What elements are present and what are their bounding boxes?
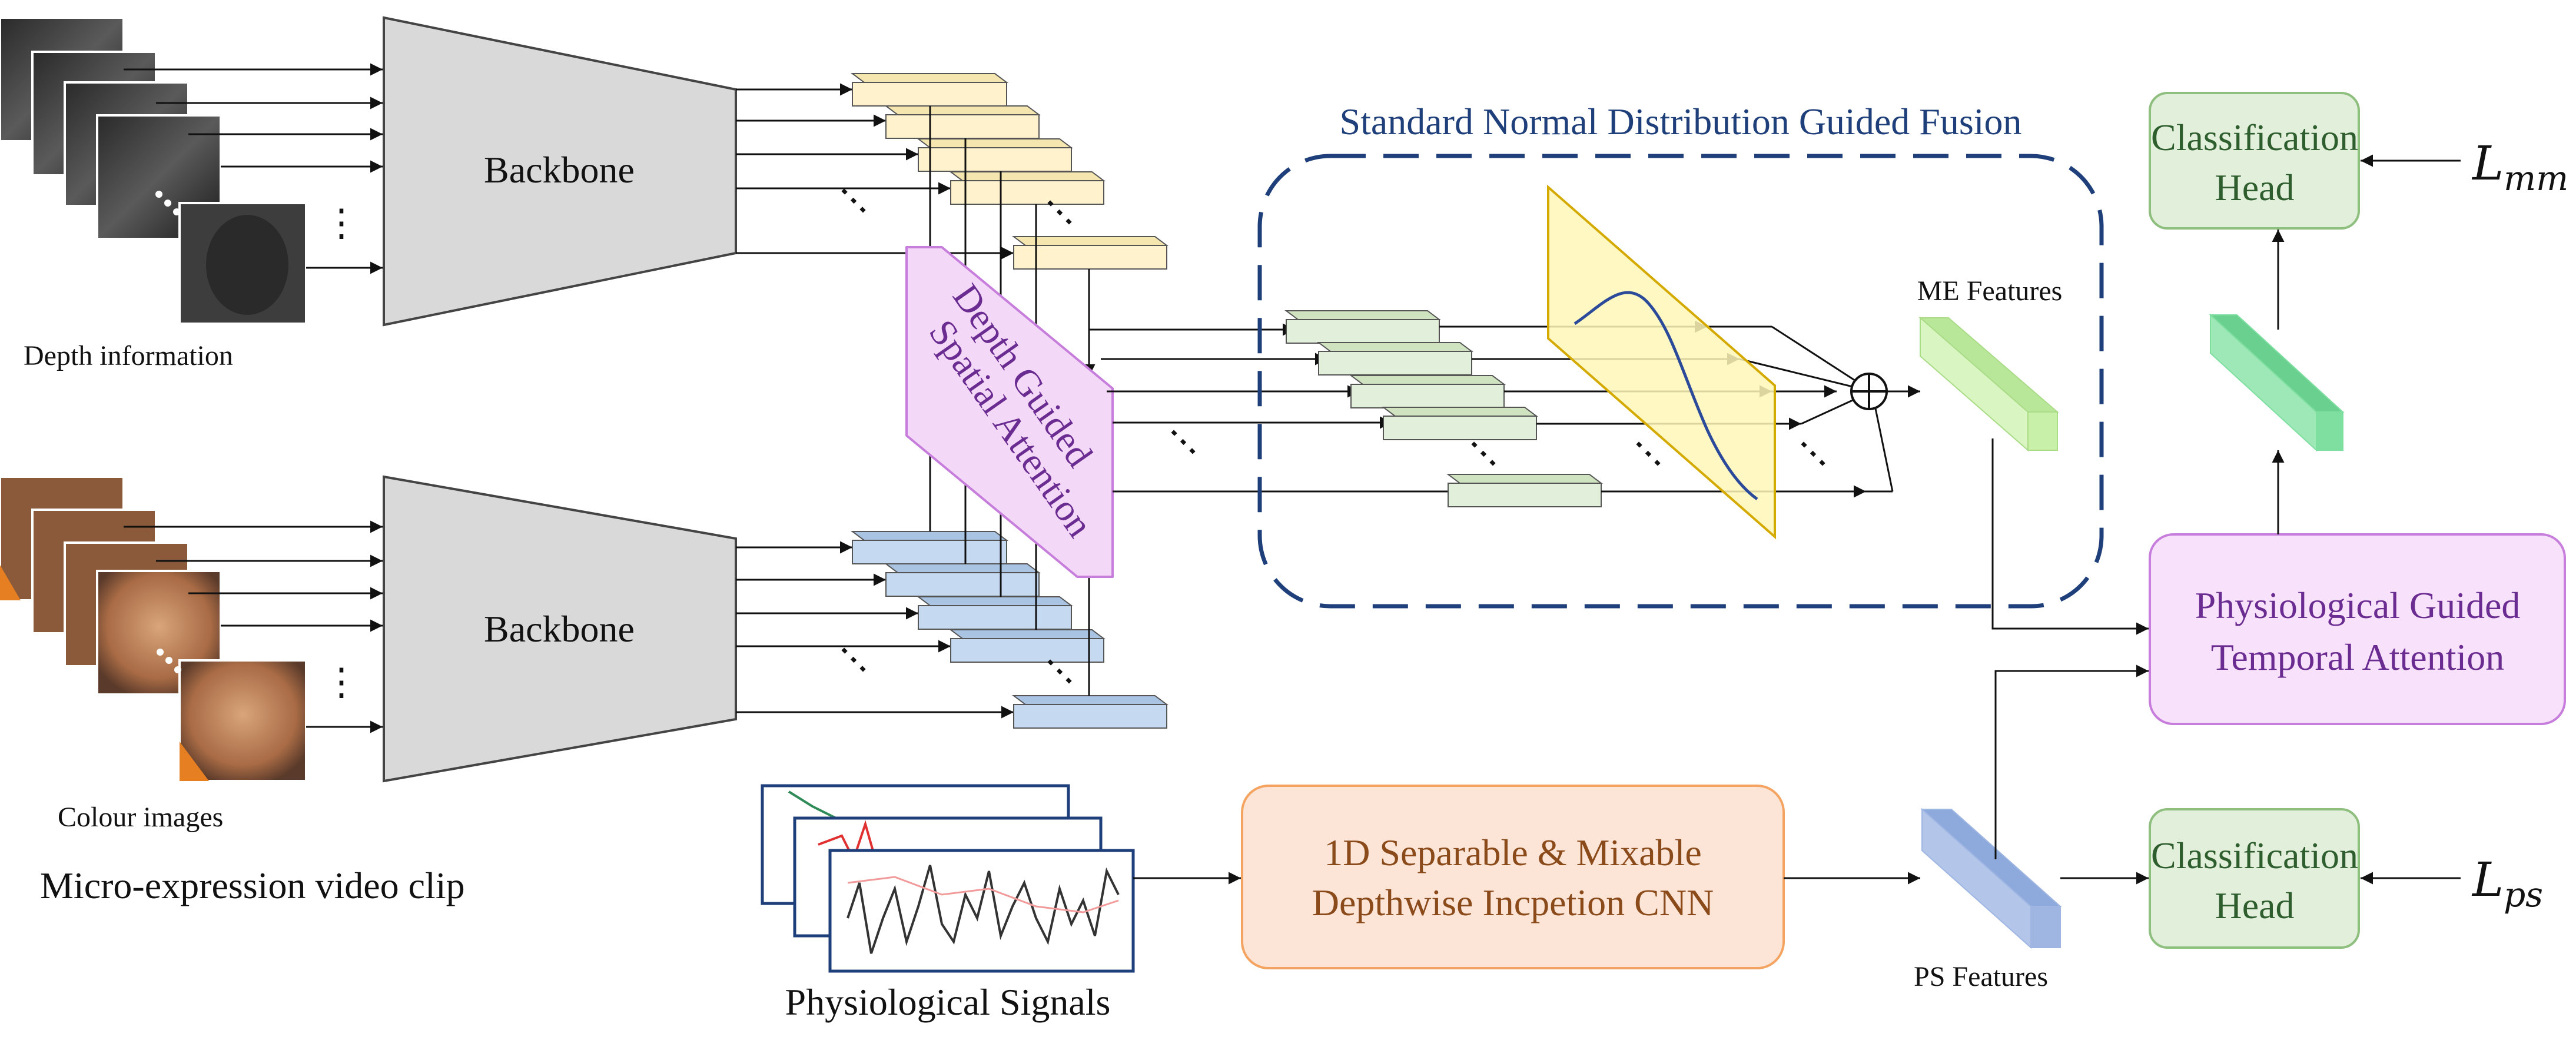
cls-bottom-line1: Classification: [2151, 835, 2358, 876]
physiological-signals: Physiological Signals: [761, 784, 1135, 1023]
depth-face-shape: [206, 215, 288, 315]
cls-top-line2: Head: [2215, 167, 2294, 208]
fused-feature-bar: [1382, 407, 1538, 440]
sndgf-module: Standard Normal Distribution Guided Fusi…: [1257, 101, 2104, 609]
cnn-label-line1: 1D Separable & Mixable: [1324, 832, 1702, 873]
colour-frame: [178, 659, 307, 782]
ellipsis-dot: [157, 649, 164, 656]
sum-node: [1850, 373, 1888, 410]
classification-head-top: Classification Head: [2149, 92, 2360, 230]
sndgf-title: Standard Normal Distribution Guided Fusi…: [1339, 101, 2021, 142]
colour-feature-bar: [884, 563, 1041, 597]
cls-top-line1: Classification: [2151, 117, 2358, 158]
fused-feature-bar: [1284, 310, 1441, 344]
backbone-output-arrows: [736, 83, 1014, 719]
signal-trace: [847, 865, 1120, 954]
separable-inception-cnn: 1D Separable & Mixable Depthwise Incpeti…: [1241, 785, 1785, 969]
colour-feature-bar: [1012, 695, 1169, 729]
me-to-pgta-arrow: [1991, 438, 2149, 635]
depth-feature-bar: [884, 105, 1041, 139]
cnn-label-line2: Depthwise Incpetion CNN: [1312, 882, 1714, 923]
depth-feature-bar: [917, 138, 1073, 172]
signal-trace: [847, 876, 1119, 913]
depth-feature-bar: [851, 73, 1008, 107]
classification-head-bottom: Classification Head: [2149, 808, 2360, 949]
loss-ps-label: Lps: [2471, 852, 2543, 915]
me-features-label: ME Features: [1917, 275, 2063, 307]
pgta-label-line2: Temporal Attention: [2211, 636, 2505, 678]
fused-feature-bar: [1446, 474, 1603, 507]
pgta-label-line1: Physiological Guided: [2195, 584, 2521, 626]
gaussian-curve: [1574, 291, 1758, 501]
ellipsis-dot: [155, 191, 162, 198]
vertical-ellipsis: ⋮: [323, 202, 360, 244]
depth-guided-spatial-attention: Depth Guided Spatial Attention: [905, 246, 1114, 578]
vertical-ellipsis: ⋮: [323, 661, 360, 703]
physiological-guided-temporal-attention: Physiological Guided Temporal Attention: [2149, 533, 2566, 725]
loss-ps-sub: ps: [2504, 875, 2543, 915]
input-arrows: [124, 63, 383, 733]
video-clip-label: Micro-expression video clip: [40, 865, 465, 906]
loss-ps-base: L: [2471, 852, 2504, 907]
ellipsis-dot: [174, 666, 181, 673]
diagonal-ellipsis: ⋮: [1154, 413, 1210, 469]
signal-panel: [828, 849, 1135, 973]
ellipsis-dot: [173, 208, 180, 215]
orange-vest-shape: [180, 742, 209, 781]
ellipsis-dot: [165, 657, 172, 664]
ps-features-label: PS Features: [1914, 961, 2048, 992]
diagonal-ellipsis: ⋮: [825, 172, 881, 228]
ps-features-bar: PS Features: [1914, 808, 2062, 992]
fused-feature-bar: [1317, 342, 1473, 376]
loss-mm-label: Lmm: [2471, 136, 2568, 198]
diagonal-ellipsis: ⋮: [1784, 425, 1840, 481]
ps-to-pgta-arrow: [1994, 664, 2149, 859]
depth-information-label: Depth information: [24, 340, 233, 371]
depth-image-stack: ⋮ Depth information: [0, 16, 360, 371]
backbone-bottom-label: Backbone: [484, 608, 635, 650]
depth-feature-bar: [949, 171, 1106, 205]
temporal-feature-bar: [2209, 313, 2345, 452]
colour-feature-bar: [949, 629, 1106, 663]
colour-feature-bar: [851, 531, 1008, 564]
depth-feature-bar: [1012, 236, 1169, 270]
loss-mm-sub: mm: [2504, 158, 2568, 198]
physiological-signals-label: Physiological Signals: [785, 981, 1111, 1023]
backbone-top-label: Backbone: [484, 149, 635, 191]
me-features-bar: ME Features: [1917, 275, 2063, 452]
ellipsis-dot: [164, 200, 171, 207]
depth-feature-bars: ⋮ ⋮: [825, 73, 1169, 270]
backbone-bottom: Backbone: [383, 475, 737, 783]
cls-bottom-line2: Head: [2215, 885, 2294, 926]
colour-feature-bar: [917, 596, 1073, 630]
colour-images-label: Colour images: [58, 802, 223, 833]
diagonal-ellipsis: ⋮: [825, 631, 881, 687]
backbone-top: Backbone: [383, 16, 737, 327]
loss-mm-base: L: [2471, 136, 2504, 191]
colour-image-stack: ⋮ Colour images Micro-expression video c…: [0, 476, 465, 906]
fused-feature-bar: [1349, 375, 1506, 408]
distribution-plane: [1547, 184, 1776, 540]
colour-feature-bars: ⋮ ⋮: [825, 531, 1169, 729]
orange-vest-shape: [0, 565, 21, 600]
